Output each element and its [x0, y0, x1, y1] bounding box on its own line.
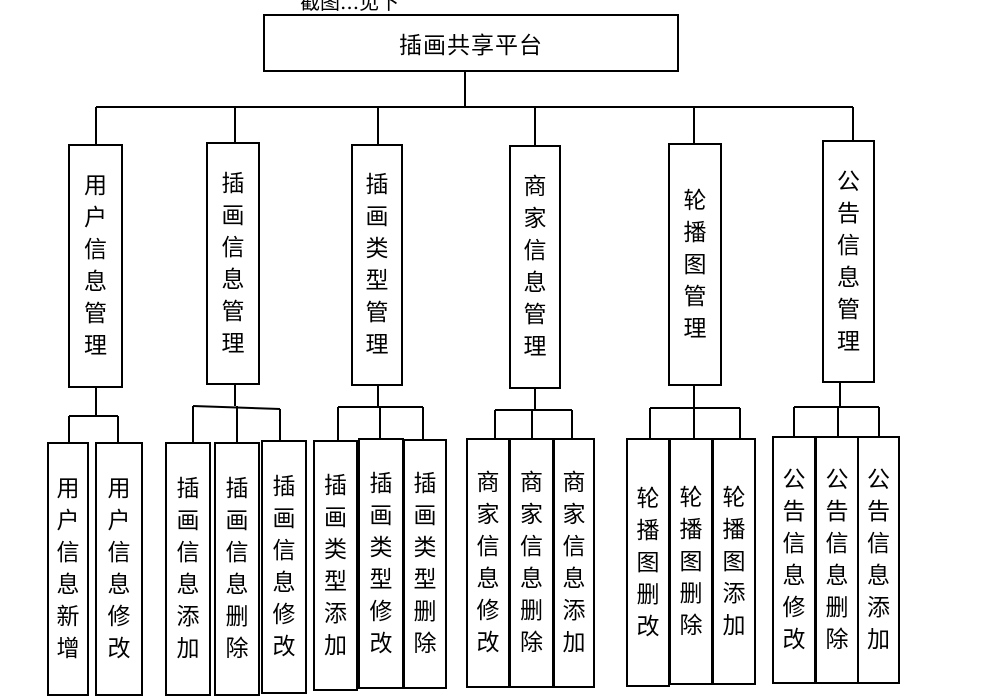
module-illustration-type: 插画类型管理 — [351, 144, 403, 386]
leaf-node: 轮播图添加 — [712, 438, 756, 685]
leaf-label: 插画信息删除 — [225, 476, 249, 662]
module-carousel: 轮播图管理 — [668, 143, 722, 386]
leaf-node: 公告信息添加 — [857, 436, 900, 684]
leaf-label: 公告信息添加 — [867, 467, 890, 653]
module-label: 轮播图管理 — [683, 187, 707, 342]
leaf-label: 插画信息添加 — [176, 476, 200, 662]
leaf-label: 轮播图添加 — [722, 484, 746, 639]
leaf-label: 插画信息修改 — [272, 474, 296, 660]
module-illustration-info: 插画信息管理 — [206, 142, 260, 385]
leaf-label: 轮播图删除 — [679, 484, 703, 639]
leaf-node: 插画类型删除 — [403, 439, 447, 689]
leaf-label: 插画类型添加 — [324, 472, 347, 659]
leaf-label: 公告信息删除 — [825, 467, 849, 653]
leaf-node: 插画信息修改 — [261, 440, 307, 694]
leaf-label: 商家信息修改 — [476, 470, 500, 656]
module-label: 插画信息管理 — [221, 170, 245, 357]
leaf-node: 公告信息修改 — [772, 436, 816, 684]
leaf-node: 用户信息修改 — [95, 442, 143, 696]
leaf-label: 插画类型修改 — [369, 470, 393, 657]
leaf-label: 用户信息新增 — [56, 476, 80, 662]
leaf-node: 插画信息删除 — [214, 442, 260, 696]
root-label: 插画共享平台 — [399, 33, 543, 59]
module-announcement: 公告信息管理 — [822, 140, 875, 383]
leaf-node: 插画信息添加 — [165, 442, 211, 696]
leaf-label: 商家信息添加 — [562, 470, 586, 656]
module-label: 插画类型管理 — [365, 172, 389, 358]
leaf-node: 插画类型添加 — [313, 440, 358, 691]
leaf-node: 轮播图删改 — [626, 438, 670, 687]
leaf-label: 商家信息删除 — [520, 470, 543, 656]
leaf-label: 轮播图删改 — [636, 485, 660, 640]
leaf-node: 商家信息添加 — [553, 438, 595, 688]
leaf-label: 用户信息修改 — [107, 476, 131, 662]
module-label: 用户信息管理 — [84, 173, 107, 359]
leaf-node: 插画类型修改 — [358, 438, 404, 689]
leaf-label: 公告信息修改 — [782, 467, 806, 653]
module-merchant-info: 商家信息管理 — [509, 145, 561, 389]
leaf-node: 用户信息新增 — [47, 442, 89, 696]
leaf-node: 公告信息删除 — [815, 436, 859, 684]
root-node: 插画共享平台 — [263, 14, 679, 72]
leaf-node: 商家信息删除 — [509, 438, 554, 688]
leaf-node: 轮播图删除 — [669, 438, 713, 685]
module-label: 公告信息管理 — [837, 168, 860, 355]
leaf-label: 插画类型删除 — [413, 471, 437, 657]
module-label: 商家信息管理 — [523, 174, 547, 360]
clipped-top-text: 截图...见下 — [300, 0, 400, 14]
leaf-node: 商家信息修改 — [466, 438, 510, 688]
module-user-info: 用户信息管理 — [68, 144, 123, 388]
